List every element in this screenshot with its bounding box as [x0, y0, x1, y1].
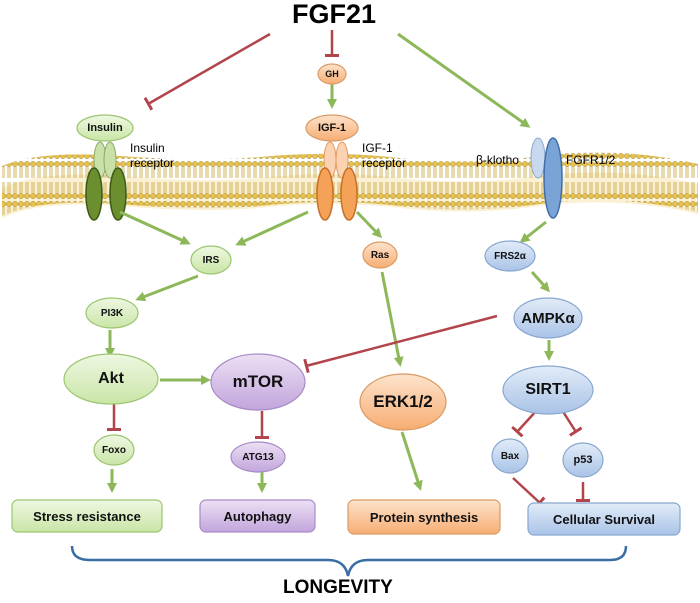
outcome-boxes [11, 499, 681, 536]
node-shapes [63, 63, 604, 478]
node-mtor: mTOR [232, 372, 284, 391]
igf1-receptor [316, 141, 358, 221]
fgfr-receptor [530, 137, 563, 219]
insulin-receptor-label-2: receptor [130, 156, 175, 170]
node-insulin: Insulin [87, 122, 123, 134]
node-ras: Ras [370, 249, 390, 261]
igf1-receptor-label-1: IGF-1 [362, 141, 393, 155]
node-akt: Akt [98, 370, 124, 387]
node-bax: Bax [500, 450, 520, 462]
insulin-receptor [85, 141, 127, 221]
longevity-label: LONGEVITY [283, 577, 393, 598]
node-igf1: IGF-1 [317, 122, 347, 134]
outcome-cellular-survival: Cellular Survival [553, 511, 655, 527]
outcome-protein-synthesis: Protein synthesis [369, 509, 479, 525]
activation-arrows [105, 32, 554, 493]
outcome-autophagy: Autophagy [223, 508, 292, 524]
node-erk: ERK1/2 [373, 392, 433, 411]
node-p53: p53 [573, 454, 593, 466]
inhibition-arrows [107, 30, 590, 509]
beta-klotho-label: β-klotho [476, 153, 519, 167]
node-ampk: AMPKα [521, 309, 575, 327]
diagram-title: FGF21 [292, 0, 377, 29]
node-frs2a: FRS2α [494, 250, 526, 262]
longevity-brace [70, 545, 628, 577]
insulin-receptor-label-1: Insulin [130, 141, 165, 155]
node-gh: GH [325, 69, 339, 79]
node-foxo: Foxo [102, 444, 126, 456]
igf1-receptor-label-2: receptor [362, 156, 407, 170]
node-atg13: ATG13 [242, 451, 274, 463]
node-irs: IRS [202, 254, 220, 266]
outcome-stress-resistance: Stress resistance [33, 508, 141, 524]
node-pi3k: PI3K [100, 307, 124, 319]
node-sirt1: SIRT1 [525, 381, 571, 398]
fgfr-label: FGFR1/2 [566, 153, 616, 167]
